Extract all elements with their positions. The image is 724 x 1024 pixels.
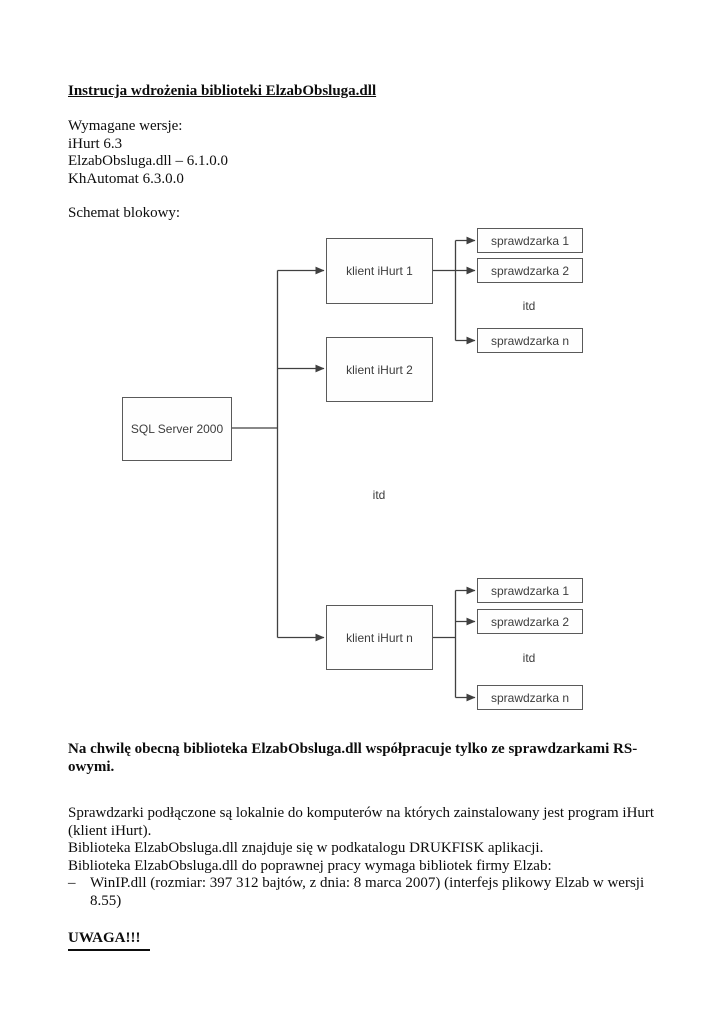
bold-note-line: owymi. <box>68 759 115 775</box>
body-line: Biblioteka ElzabObsluga.dll znajduje się… <box>68 840 544 856</box>
client-2-node: klient iHurt 2 <box>326 337 433 402</box>
sql-server-node: SQL Server 2000 <box>122 397 232 461</box>
page-title: Instrucja wdrożenia biblioteki ElzabObsl… <box>68 83 376 101</box>
diagram-heading: Schemat blokowy: <box>68 205 181 221</box>
checker-top-1-node: sprawdzarka 1 <box>477 228 583 253</box>
checker-bottom-1-node: sprawdzarka 1 <box>477 578 583 603</box>
version-line: iHurt 6.3 <box>68 135 123 152</box>
versions-heading: Wymagane wersje: <box>68 118 183 134</box>
versions-block: Wymagane wersje: iHurt 6.3 ElzabObsluga.… <box>68 118 228 188</box>
client-n-node: klient iHurt n <box>326 605 433 670</box>
checker-top-2-node: sprawdzarka 2 <box>477 258 583 283</box>
list-item-line: 8.55) <box>90 892 122 909</box>
bold-note: Na chwilę obecną biblioteka ElzabObsluga… <box>68 740 637 776</box>
checker-bottom-2-node: sprawdzarka 2 <box>477 609 583 634</box>
warning-heading-text: UWAGA!!! <box>68 930 150 951</box>
page-title-text: Instrucja wdrożenia biblioteki ElzabObsl… <box>68 83 377 99</box>
etc-label-top: itd <box>522 299 536 313</box>
checker-top-n-node: sprawdzarka n <box>477 328 583 353</box>
version-line: ElzabObsluga.dll – 6.1.0.0 <box>68 153 228 169</box>
list-item-line: WinIP.dll (rozmiar: 397 312 bajtów, z dn… <box>90 875 645 891</box>
bold-note-line: Na chwilę obecną biblioteka ElzabObsluga… <box>68 741 638 757</box>
etc-label-middle: itd <box>372 488 386 502</box>
body-line: (klient iHurt). <box>68 822 152 839</box>
body-line: Biblioteka ElzabObsluga.dll do poprawnej… <box>68 857 552 874</box>
list-item-marker: – <box>68 875 76 891</box>
body-line: Sprawdzarki podłączone są lokalnie do ko… <box>68 805 655 821</box>
version-line: KhAutomat 6.3.0.0 <box>68 170 184 187</box>
client-1-node: klient iHurt 1 <box>326 238 433 304</box>
list-item: – WinIP.dll (rozmiar: 397 312 bajtów, z … <box>68 875 644 910</box>
warning-heading: UWAGA!!! <box>68 930 150 951</box>
body-paragraph: Sprawdzarki podłączone są lokalnie do ko… <box>68 805 654 875</box>
checker-bottom-n-node: sprawdzarka n <box>477 685 583 710</box>
etc-label-bottom: itd <box>522 651 536 665</box>
